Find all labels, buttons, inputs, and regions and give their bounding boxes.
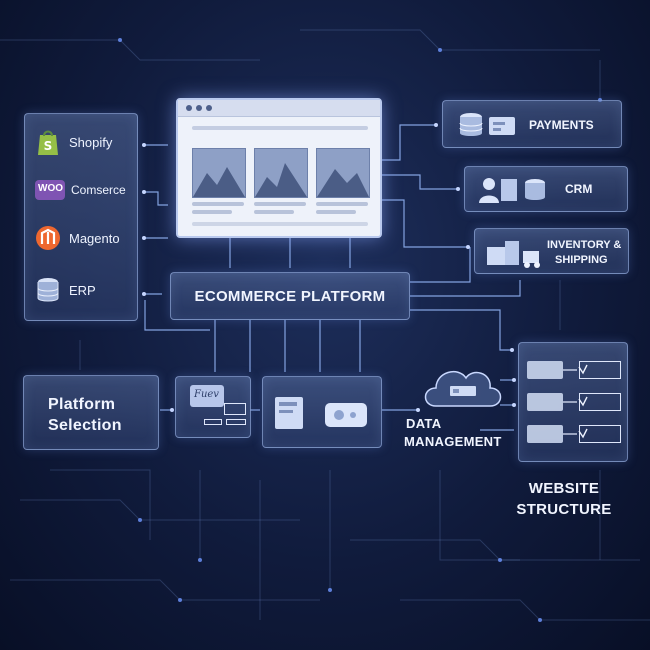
inventory-shipping-panel[interactable]: INVENTORY & SHIPPING bbox=[474, 228, 629, 274]
mountain-image-icon bbox=[193, 167, 245, 197]
tool-badge: Fuev bbox=[190, 385, 224, 407]
text-line bbox=[316, 210, 356, 214]
ecommerce-platform-panel[interactable]: ECOMMERCE PLATFORM bbox=[170, 272, 410, 320]
data-management-label: DATA MANAGEMENT bbox=[404, 415, 502, 451]
document-chat-icon bbox=[275, 397, 367, 429]
shipping-icon bbox=[487, 241, 540, 268]
tool-badge-text: Fuev bbox=[194, 389, 219, 400]
integration-erp[interactable]: ERP bbox=[35, 276, 139, 306]
integration-magento[interactable]: Magento bbox=[35, 224, 139, 254]
website-mockup bbox=[176, 98, 382, 238]
payments-panel[interactable]: PAYMENTS bbox=[442, 100, 622, 148]
page-block bbox=[527, 393, 563, 411]
crm-label: CRM bbox=[565, 182, 593, 196]
website-structure-label: WEBSITE STRUCTURE bbox=[508, 478, 620, 520]
website-structure-panel[interactable] bbox=[518, 342, 628, 462]
text-line bbox=[254, 202, 306, 206]
mountain-image-icon bbox=[255, 163, 307, 197]
text-line bbox=[192, 202, 244, 206]
woo-logo-text: WOO bbox=[38, 183, 63, 194]
integrations-panel: S Shopify WOO Comserce Magento ERP bbox=[24, 113, 138, 321]
window-dot-icon bbox=[196, 105, 202, 111]
data-management-line2: MANAGEMENT bbox=[404, 434, 502, 449]
page-outline bbox=[579, 425, 621, 443]
page-outline bbox=[579, 393, 621, 411]
magento-icon bbox=[36, 226, 60, 250]
integration-shopify[interactable]: S Shopify bbox=[35, 128, 139, 158]
sitemap-row bbox=[527, 393, 621, 411]
platform-selection-line2: Selection bbox=[48, 417, 122, 434]
footer-bar bbox=[192, 222, 368, 226]
text-line bbox=[316, 202, 368, 206]
platform-selection-label: Platform Selection bbox=[48, 394, 122, 436]
integration-label: Comserce bbox=[71, 183, 126, 197]
woocommerce-icon: WOO bbox=[35, 180, 65, 200]
sitemap-row bbox=[527, 425, 621, 443]
page-block bbox=[527, 361, 563, 379]
shipping-label: SHIPPING bbox=[555, 254, 608, 266]
text-line bbox=[254, 210, 294, 214]
mountain-image-icon bbox=[317, 169, 369, 197]
crm-panel[interactable]: CRM bbox=[464, 166, 628, 212]
browser-titlebar bbox=[178, 100, 380, 117]
window-dot-icon bbox=[186, 105, 192, 111]
website-structure-line1: WEBSITE bbox=[528, 480, 600, 497]
platform-selection-line1: Platform bbox=[48, 396, 116, 413]
input-icon bbox=[226, 419, 246, 425]
crm-icon bbox=[479, 178, 545, 203]
product-image bbox=[192, 148, 246, 198]
product-image bbox=[254, 148, 308, 198]
header-bar bbox=[192, 126, 368, 130]
payments-label: PAYMENTS bbox=[529, 118, 594, 132]
product-image bbox=[316, 148, 370, 198]
shopify-icon: S bbox=[38, 130, 58, 155]
inventory-label: INVENTORY & bbox=[547, 239, 622, 251]
tools-panel-a[interactable]: Fuev bbox=[175, 376, 251, 438]
platform-selection-panel[interactable]: Platform Selection bbox=[23, 375, 159, 450]
data-management-line1: DATA bbox=[406, 416, 442, 431]
website-structure-line2: STRUCTURE bbox=[516, 501, 612, 518]
tools-panel-b[interactable] bbox=[262, 376, 382, 448]
input-icon bbox=[204, 419, 222, 425]
keyboard-icon bbox=[224, 403, 246, 415]
integration-woocommerce[interactable]: WOO Comserce bbox=[35, 176, 139, 206]
integration-label: Shopify bbox=[69, 135, 113, 150]
integration-label: ERP bbox=[69, 283, 96, 298]
ecommerce-platform-label: ECOMMERCE PLATFORM bbox=[194, 288, 386, 305]
window-dot-icon bbox=[206, 105, 212, 111]
text-line bbox=[192, 210, 232, 214]
page-block bbox=[527, 425, 563, 443]
sitemap-icon bbox=[563, 364, 588, 439]
svg-text:S: S bbox=[44, 139, 53, 153]
database-icon bbox=[37, 278, 59, 302]
cloud-icon bbox=[424, 370, 502, 407]
integration-label: Magento bbox=[69, 231, 120, 246]
payments-icon bbox=[459, 113, 515, 136]
sitemap-row bbox=[527, 361, 621, 379]
page-outline bbox=[579, 361, 621, 379]
